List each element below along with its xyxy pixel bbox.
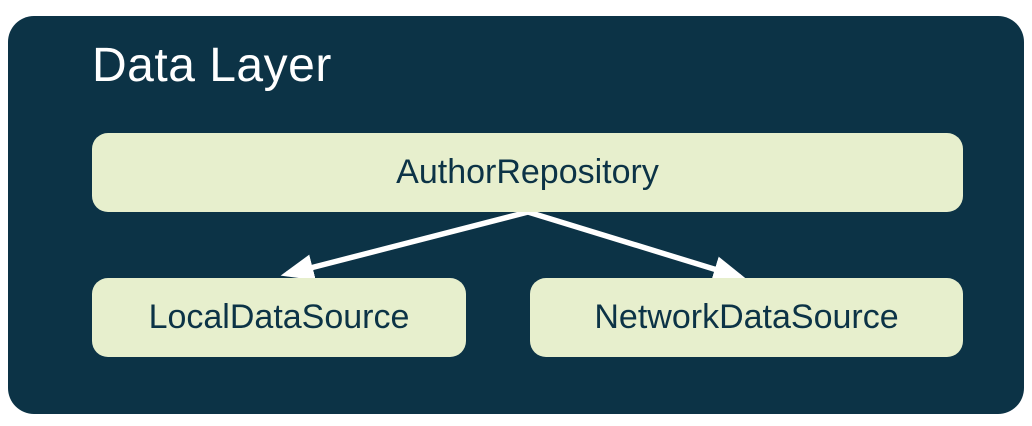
node-local-data-source-label: LocalDataSource [148, 298, 410, 336]
node-author-repository-label: AuthorRepository [396, 153, 659, 191]
node-network-data-source: NetworkDataSource [530, 278, 963, 357]
data-layer-container: Data Layer AuthorRepository LocalDataSou… [8, 16, 1024, 414]
diagram-title: Data Layer [92, 39, 332, 92]
node-author-repository: AuthorRepository [92, 133, 963, 212]
arrow-repository-to-local [280, 209, 529, 281]
arrow-repository-to-network [527, 209, 747, 282]
node-local-data-source: LocalDataSource [92, 278, 466, 357]
node-network-data-source-label: NetworkDataSource [594, 298, 899, 336]
